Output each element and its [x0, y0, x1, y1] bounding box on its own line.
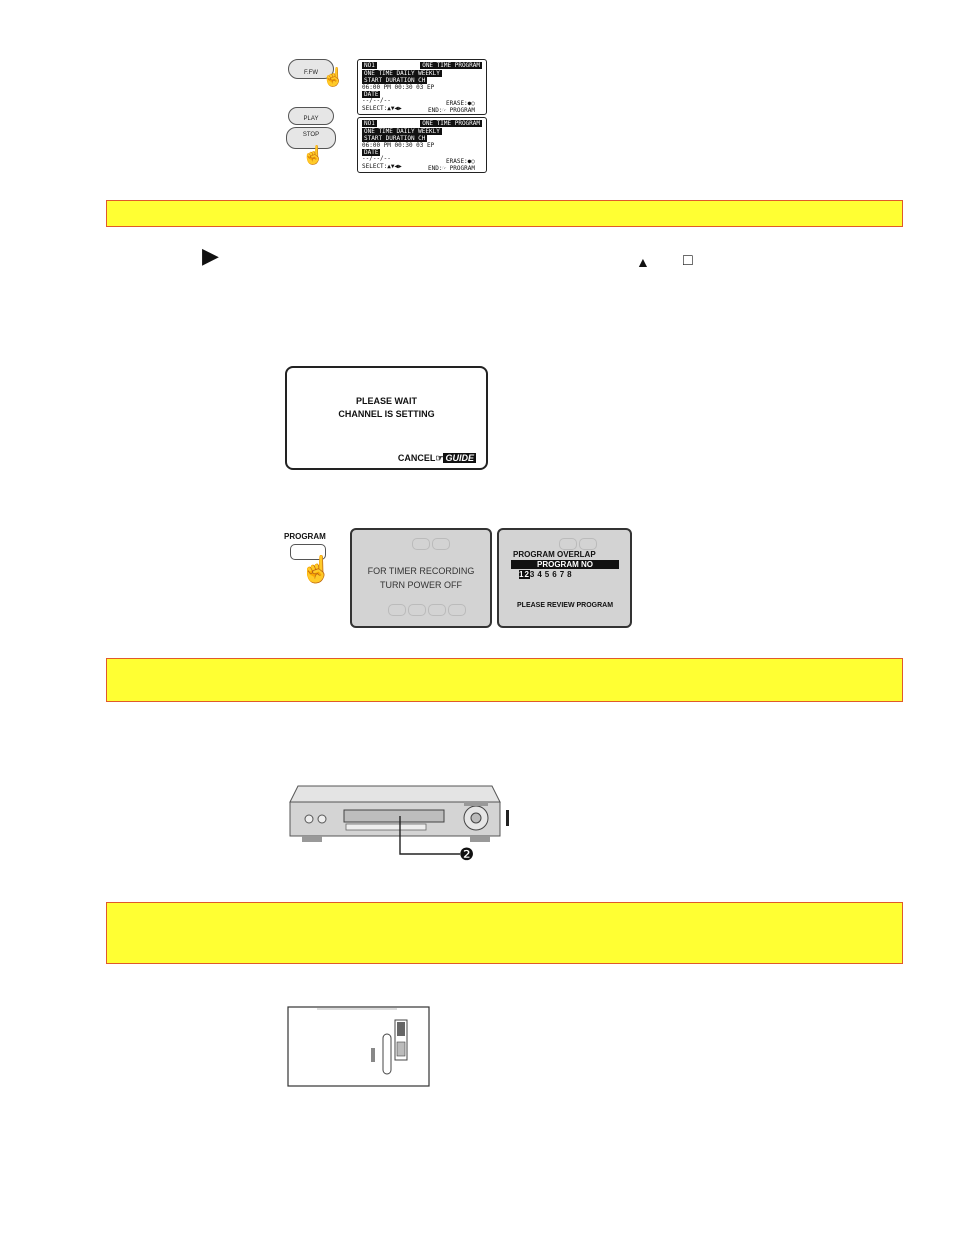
- vcr-illustration: ❷: [284, 774, 509, 872]
- stop-button[interactable]: STOP: [286, 127, 336, 149]
- ffw-button[interactable]: F.FW: [288, 59, 334, 79]
- program-button[interactable]: [290, 544, 326, 560]
- callout-number-2: ❷: [459, 845, 475, 864]
- timer-recording-screen: FOR TIMER RECORDING TURN POWER OFF: [350, 528, 492, 628]
- cancel-guide-hint: CANCEL☞GUIDE: [397, 453, 476, 463]
- notice-bar-1: [106, 200, 903, 227]
- program-overlap-screen: PROGRAM OVERLAP PROGRAM NO 12345678 PLEA…: [497, 528, 632, 628]
- program-illustration: PROGRAM ☝ FOR TIMER RECORDING TURN POWER…: [280, 528, 632, 628]
- square-icon: □: [683, 252, 693, 269]
- notice-bar-2: [106, 658, 903, 702]
- play-button[interactable]: PLAY: [288, 107, 334, 125]
- play-arrow-icon: ▶: [202, 243, 219, 268]
- program-button-label: PROGRAM: [284, 532, 326, 541]
- channel-setting-text: CHANNEL IS SETTING: [338, 409, 435, 419]
- channel-setting-screen: PLEASE WAIT CHANNEL IS SETTING CANCEL☞GU…: [285, 366, 488, 470]
- hand-pointer-icon: ☝: [322, 67, 345, 87]
- hand-pointer-icon: ☝: [302, 145, 325, 165]
- top-illustration: F.FW ☝ PLAY STOP ☝ NO1 ONE TIME PROGRAM …: [280, 55, 490, 175]
- please-wait-text: PLEASE WAIT: [355, 396, 417, 406]
- cassette-tab-illustration: [287, 1006, 430, 1088]
- hand-pointer-icon: ☝: [300, 554, 333, 584]
- notice-bar-3: [106, 902, 903, 964]
- up-triangle-icon: ▲: [636, 254, 650, 270]
- osd-screen-2: NO1 ONE TIME PROGRAM ONE TIME DAILY WEEK…: [357, 117, 487, 173]
- osd-screen-1: NO1 ONE TIME PROGRAM ONE TIME DAILY WEEK…: [357, 59, 487, 115]
